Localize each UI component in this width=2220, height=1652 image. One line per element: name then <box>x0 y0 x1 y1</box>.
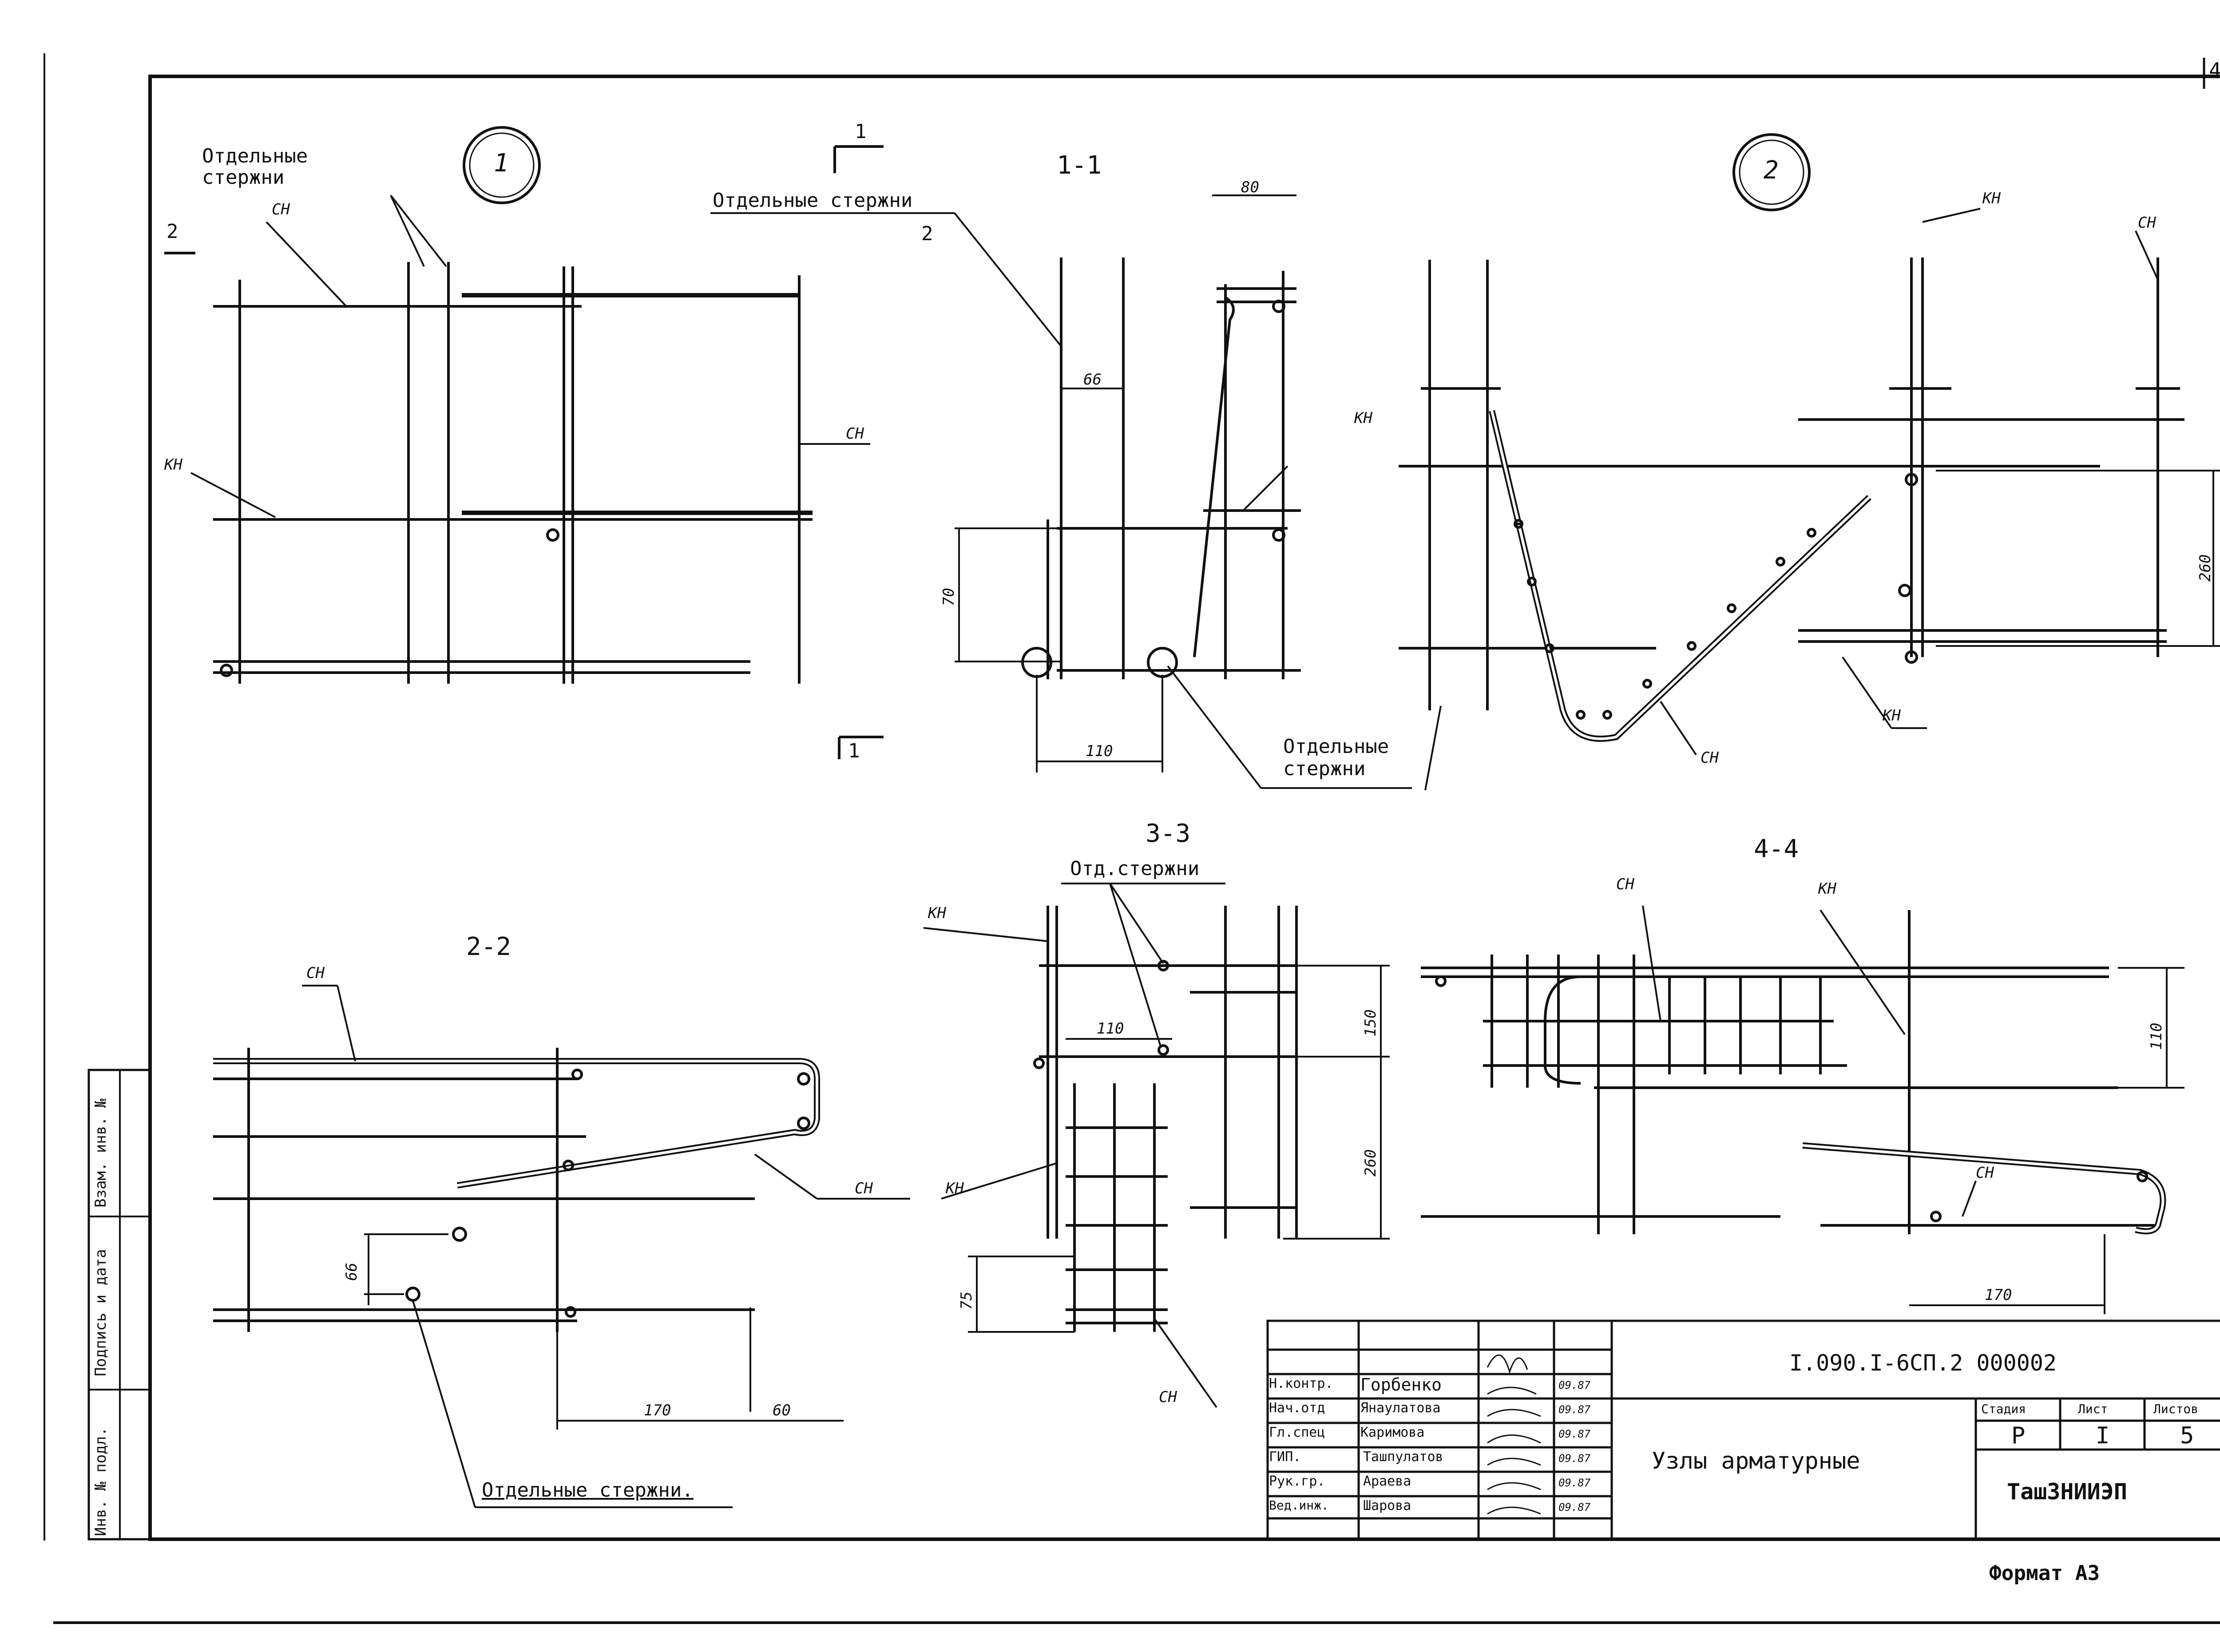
name-2: Каримова <box>1360 1425 1425 1440</box>
section-title-2-2: 2-2 <box>466 932 511 961</box>
note-separate-bars-top: Отдельные стержни <box>713 189 913 212</box>
doc-code: I.090.I-6СП.2 000002 <box>1789 1350 2057 1376</box>
section-4-4 <box>1421 905 2184 1314</box>
date-0: 09.87 <box>1558 1379 1591 1391</box>
margin-inv-podl: Инв. № подл. <box>92 1427 110 1536</box>
role-3: ГИП. <box>1269 1449 1301 1465</box>
dim-260-2: 260 <box>1362 1149 1380 1177</box>
node2-elevation <box>1399 208 2220 791</box>
note-separate-bars-mid-line1: Отдельные <box>1283 735 1389 758</box>
section-mark-2-mid: 2 <box>921 222 933 245</box>
tag-sn-9: CH <box>1976 1164 1994 1182</box>
section-title-1-1: 1-1 <box>1057 151 1102 180</box>
section-mark-2-left: 2 <box>166 220 178 243</box>
dim-60: 60 <box>773 1402 791 1419</box>
section-title-4-4: 4-4 <box>1754 835 1799 864</box>
drawing-title: Узлы арматурные <box>1652 1448 1860 1474</box>
role-5: Вед.инж. <box>1269 1498 1329 1513</box>
tag-kn-1: KH <box>164 456 182 474</box>
date-1: 09.87 <box>1558 1403 1591 1416</box>
tag-kn-5: KH <box>928 904 946 922</box>
header-sheets: Листов <box>2153 1402 2199 1416</box>
dim-75: 75 <box>958 1291 975 1310</box>
dim-66-left: 66 <box>343 1263 361 1281</box>
tag-sn-7: CH <box>1159 1388 1177 1406</box>
dim-170-2: 170 <box>1985 1286 2012 1304</box>
name-5: Шарова <box>1363 1498 1411 1513</box>
value-stage: Р <box>2011 1422 2026 1449</box>
section-2-2 <box>213 985 910 1508</box>
node1-plan <box>164 145 884 759</box>
callout-2-label: 2 <box>1764 156 1779 185</box>
organization: ТашЗНИИЭП <box>2007 1479 2127 1505</box>
margin-signature-date: Подпись и дата <box>92 1249 110 1376</box>
sheet-frame <box>148 75 2220 1541</box>
dim-110-3: 110 <box>2148 1022 2165 1050</box>
dim-170-1: 170 <box>644 1402 671 1419</box>
dim-260-1: 260 <box>2196 554 2214 582</box>
section-title-3-3: 3-3 <box>1146 819 1191 848</box>
role-2: Гл.спец <box>1269 1425 1325 1440</box>
tag-kn-2: KH <box>1354 409 1372 427</box>
role-0: Н.контр. <box>1269 1376 1333 1391</box>
page-number: 44 <box>2209 58 2220 82</box>
dim-110-2: 110 <box>1097 1020 1124 1038</box>
name-1: Янаулатова <box>1360 1400 1441 1416</box>
tag-sn-3: CH <box>2138 214 2156 232</box>
tag-sn-2: CH <box>846 425 864 443</box>
callout-1-label: 1 <box>494 149 509 178</box>
tag-kn-4: KH <box>1883 707 1901 725</box>
value-sheets: 5 <box>2180 1422 2194 1449</box>
tag-sn-5: CH <box>306 964 325 982</box>
header-stage: Стадия <box>1981 1402 2026 1416</box>
value-sheet: I <box>2096 1422 2110 1449</box>
section-mark-1-bottom: 1 <box>848 740 860 762</box>
date-5: 09.87 <box>1558 1501 1591 1513</box>
dim-150: 150 <box>1362 1009 1380 1037</box>
header-sheet: Лист <box>2078 1402 2108 1416</box>
section-3-3 <box>923 883 1390 1408</box>
tag-kn-6: KH <box>946 1180 964 1197</box>
role-4: Рук.гр. <box>1269 1474 1325 1489</box>
note-separate-bars-node1-line1: Отдельные <box>202 145 308 167</box>
name-3: Ташпулатов <box>1363 1449 1443 1465</box>
margin-vzam-inv: Взам. инв. № <box>92 1098 110 1208</box>
format-label: Формат А3 <box>1989 1561 2100 1585</box>
tag-sn-4: CH <box>1701 749 1719 767</box>
tag-sn-6: CH <box>855 1180 873 1197</box>
date-2: 09.87 <box>1558 1428 1591 1440</box>
tag-kn-7: KH <box>1818 880 1836 898</box>
name-4: Араева <box>1363 1474 1411 1489</box>
tag-sn-1: CH <box>272 201 290 218</box>
section-mark-1-top: 1 <box>855 120 867 143</box>
note-separate-bars-short: Отд.стержни <box>1070 857 1200 880</box>
section-1-1 <box>710 194 1412 789</box>
date-3: 09.87 <box>1558 1452 1591 1465</box>
tag-sn-8: CH <box>1616 876 1634 893</box>
dim-70: 70 <box>940 588 958 606</box>
dim-66-top: 66 <box>1083 371 1102 388</box>
tag-kn-3: KH <box>1982 190 2001 207</box>
name-0: Горбенко <box>1360 1375 1442 1394</box>
note-separate-bars-underlined: Отдельные стержни. <box>482 1479 694 1501</box>
callout-1-circle <box>463 126 541 204</box>
title-block <box>1266 1319 2220 1541</box>
callout-2-circle <box>1732 133 1811 211</box>
dim-110-1: 110 <box>1086 742 1113 760</box>
dim-80: 80 <box>1241 178 1259 196</box>
note-separate-bars-mid-line2: стержни <box>1283 757 1366 780</box>
note-separate-bars-node1-line2: стержни <box>202 166 285 189</box>
date-4: 09.87 <box>1558 1477 1591 1489</box>
role-1: Нач.отд <box>1269 1400 1325 1416</box>
